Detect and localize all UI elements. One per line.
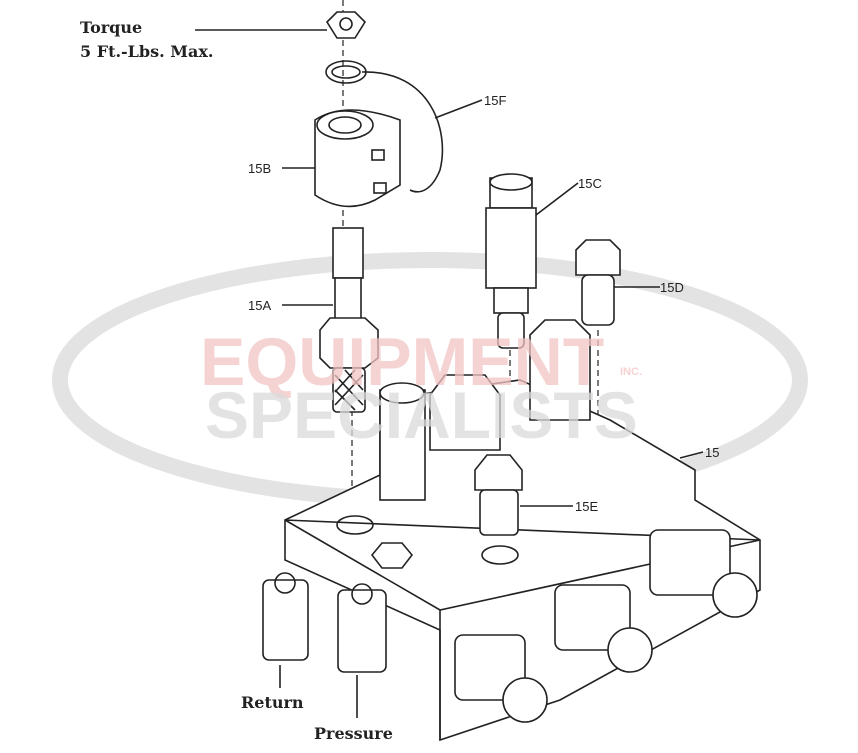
wire-15F: [361, 71, 444, 193]
watermark-equipment: EQUIPMENT: [200, 324, 604, 400]
valve-15D: [575, 239, 621, 326]
watermark-specialists: SPECIALISTS: [205, 378, 638, 452]
valve-stem-15A: [319, 227, 379, 413]
return-port-label: Return: [241, 693, 304, 712]
valve-15E: [479, 489, 519, 536]
part-label-15: 15: [705, 445, 719, 460]
torque-spec-label: 5 Ft.-Lbs. Max.: [80, 42, 213, 61]
pressure-fitting: [337, 589, 387, 673]
torque-label: Torque: [80, 18, 142, 37]
part-label-15C: 15C: [578, 176, 602, 191]
valve-15C: [485, 173, 537, 349]
nut-part: [325, 11, 367, 39]
pressure-port-label: Pressure: [314, 724, 393, 743]
coil-15B: [314, 109, 401, 208]
part-label-15B: 15B: [248, 161, 271, 176]
return-fitting: [262, 579, 309, 661]
part-label-15F: 15F: [484, 93, 506, 108]
watermark-inc: INC.: [620, 366, 642, 378]
watermark-logo: EQUIPMENT INC. SPECIALISTS: [200, 324, 642, 452]
manifold-block-15: [262, 319, 761, 742]
part-label-15E: 15E: [575, 499, 598, 514]
part-label-15D: 15D: [660, 280, 684, 295]
part-label-15A: 15A: [248, 298, 271, 313]
